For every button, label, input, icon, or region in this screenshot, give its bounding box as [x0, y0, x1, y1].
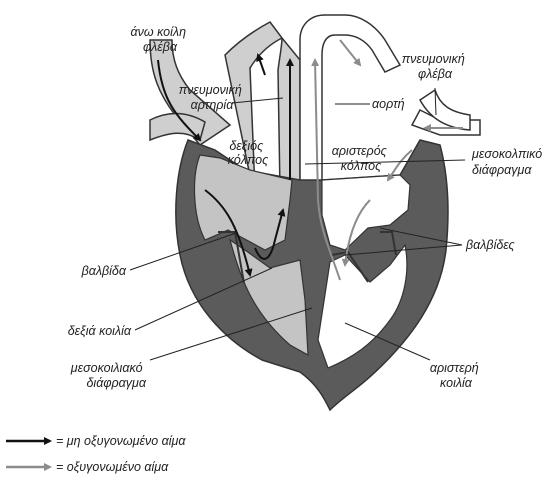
- flow-arrow-dark: [256, 53, 266, 76]
- leader-rv: [134, 267, 273, 331]
- aorta: [299, 14, 402, 196]
- left-ventricle: [317, 243, 408, 369]
- legend-label-oxygenated: = οξυγονωμένο αίμα: [56, 460, 169, 474]
- leader-valve: [129, 232, 237, 271]
- label-aorta: αορτή: [372, 97, 405, 111]
- leader-valves-1: [379, 227, 463, 246]
- flow-arrow-light: [386, 149, 413, 182]
- left-atrium: [321, 174, 411, 251]
- label-right-ventricle: δεξιά κοιλία: [68, 324, 132, 338]
- labels: άνω κοίλη φλέβα πνευμονική αρτηρία δεξιό…: [68, 25, 546, 390]
- pulmonary-vein-right: [419, 88, 471, 131]
- flow-arrows: [157, 39, 463, 281]
- label-pulmonary-artery: πνευμονική αρτηρία: [179, 83, 246, 112]
- flow-arrow-dark: [204, 189, 253, 277]
- leader-pa: [231, 97, 284, 104]
- label-superior-vena-cava: άνω κοίλη φλέβα: [131, 25, 190, 54]
- leader-pv: [434, 87, 437, 116]
- label-pulmonary-vein: πνευμονική φλέβα: [402, 52, 469, 81]
- flow-arrow-dark: [157, 59, 202, 142]
- valve-right: [380, 231, 397, 256]
- flow-arrow-light: [341, 199, 371, 267]
- label-interventricular-septum: μεσοκοιλιακό διάφραγμα: [70, 361, 147, 390]
- label-left-atrium: αριστερός κόλπος: [332, 144, 390, 173]
- leader-ias: [304, 159, 466, 165]
- mitral-valve: [331, 250, 369, 283]
- label-valve: βαλβίδα: [81, 264, 127, 278]
- flow-arrow-light: [339, 39, 362, 67]
- label-right-atrium: δεξιός κόλπος: [228, 139, 269, 167]
- leader-ivs: [149, 307, 313, 361]
- leader-lv: [344, 322, 431, 361]
- leader-lines: [129, 87, 466, 361]
- label-left-ventricle: αριστερή κοιλία: [430, 361, 482, 390]
- flow-arrow-light: [311, 58, 341, 281]
- tricuspid-valve: [218, 231, 245, 284]
- pulmonary-artery: [224, 21, 301, 201]
- leader-valves-2: [344, 244, 463, 256]
- flow-arrow-dark: [254, 208, 286, 260]
- legend: = μη οξυγονωμένο αίμα = οξυγονωμένο αίμα: [6, 434, 186, 474]
- label-interatrial-septum: μεσοκολπικό διάφραγμα: [471, 147, 546, 177]
- label-valves: βαλβίδες: [465, 238, 515, 252]
- right-atrium: [193, 154, 293, 251]
- legend-label-deoxygenated: = μη οξυγονωμένο αίμα: [56, 434, 186, 448]
